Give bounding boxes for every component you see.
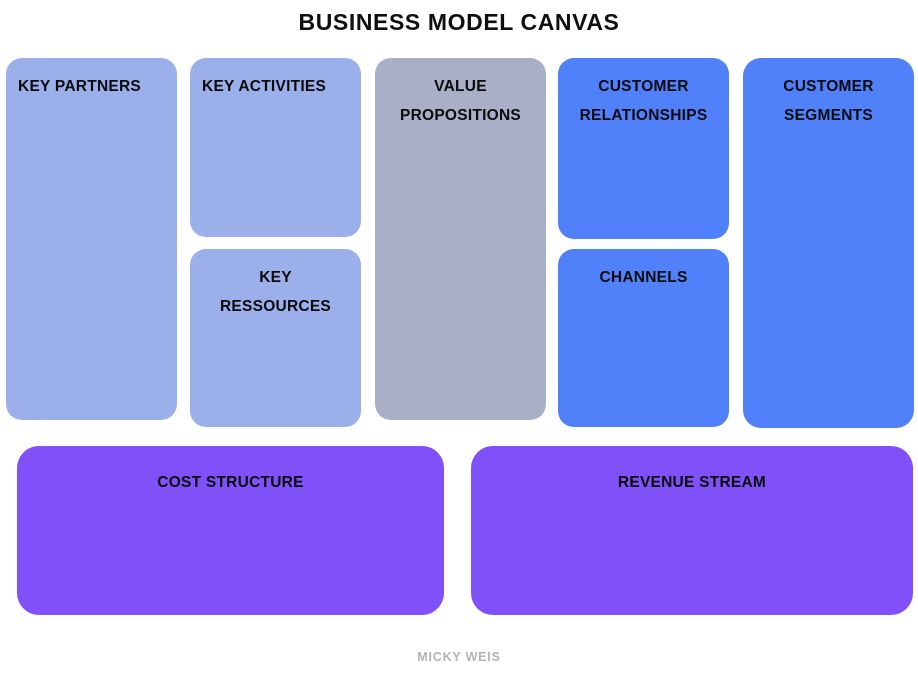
block-key-ressources-label: KEY RESSOURCES [219,269,332,315]
block-customer-relationships-label: CUSTOMER RELATIONSHIPS [579,78,708,124]
block-channels[interactable]: CHANNELS [558,249,729,427]
block-key-activities[interactable]: KEY ACTIVITIES [190,58,361,237]
block-key-partners[interactable]: KEY PARTNERS [6,58,177,420]
block-key-partners-label: KEY PARTNERS [18,78,142,95]
footer-credit: MICKY WEIS [417,650,501,664]
block-revenue-stream[interactable]: REVENUE STREAM [471,446,913,615]
block-customer-relationships[interactable]: CUSTOMER RELATIONSHIPS [558,58,729,239]
page-title: BUSINESS MODEL CANVAS [298,9,620,35]
block-cost-structure[interactable]: COST STRUCTURE [17,446,444,615]
block-customer-segments-label: CUSTOMER SEGMENTS [783,78,874,124]
block-revenue-stream-label: REVENUE STREAM [617,474,767,491]
block-customer-segments[interactable]: CUSTOMER SEGMENTS [743,58,914,428]
block-key-activities-label: KEY ACTIVITIES [202,78,327,95]
block-value-propositions[interactable]: VALUE PROPOSITIONS [375,58,546,420]
block-key-ressources[interactable]: KEY RESSOURCES [190,249,361,427]
block-cost-structure-label: COST STRUCTURE [157,474,304,491]
block-channels-label: CHANNELS [599,269,688,286]
block-value-propositions-label: VALUE PROPOSITIONS [400,78,521,124]
